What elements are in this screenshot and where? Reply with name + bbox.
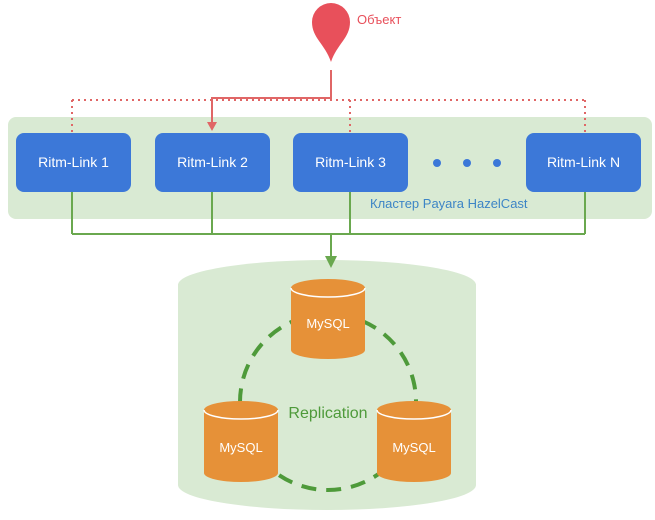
map-pin-icon [312,3,350,62]
cluster-node-label: Ritm-Link 1 [38,154,109,170]
mysql-db-right: MySQL [376,401,452,482]
cluster-node-label: Ritm-Link N [547,154,620,170]
db-label: MySQL [306,316,349,331]
object-active-connection [207,70,332,131]
cluster-node-3: Ritm-Link 3 [293,133,408,192]
mysql-db-top: MySQL [290,279,366,359]
cluster-node-label: Ritm-Link 2 [177,154,248,170]
db-label: MySQL [219,440,262,455]
ellipsis-dots [433,159,501,167]
mysql-db-left: MySQL [203,401,279,482]
db-arrowhead [325,256,337,268]
cluster-node-n: Ritm-Link N [526,133,641,192]
db-label: MySQL [392,440,435,455]
replication-label: Replication [288,405,367,422]
object-marker: Объект [312,3,401,62]
cluster-label: Кластер Payara HazelCast [370,196,528,211]
cluster-node-1: Ritm-Link 1 [16,133,131,192]
object-label: Объект [357,12,401,27]
node-to-db-lines [71,192,586,258]
cluster-node-label: Ritm-Link 3 [315,154,386,170]
cluster-node-2: Ritm-Link 2 [155,133,270,192]
